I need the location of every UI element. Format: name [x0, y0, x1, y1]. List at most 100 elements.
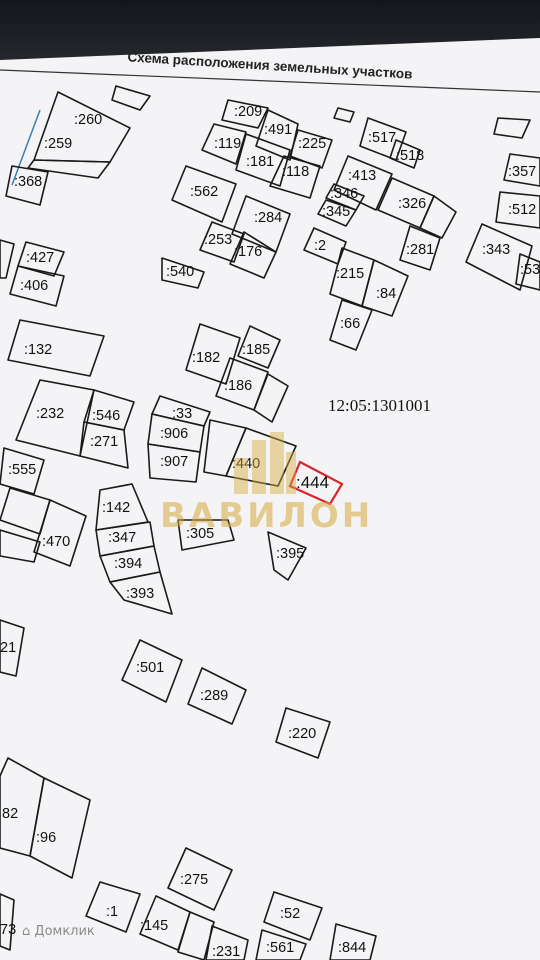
label-96: :96 — [36, 830, 56, 846]
label-562: :562 — [190, 184, 218, 200]
parcel-271-shape — [79, 421, 129, 469]
label-368: :368 — [14, 174, 42, 190]
label-185: :185 — [242, 342, 270, 358]
label-546: :546 — [92, 408, 120, 424]
label-73: 73 — [0, 922, 16, 938]
label-275: :275 — [180, 872, 208, 888]
parcel-181-shape — [235, 133, 291, 187]
blue-edge-line — [11, 109, 41, 186]
parcel-186-right — [253, 373, 289, 423]
parcel-1-shape — [85, 881, 141, 933]
label-393: :393 — [126, 586, 154, 602]
label-182: :182 — [192, 350, 220, 366]
label-33: :33 — [172, 406, 192, 422]
parcel-281-shape — [399, 225, 441, 271]
label-209: :209 — [234, 104, 262, 120]
label-345: :345 — [322, 204, 350, 220]
parcel-small-top — [333, 107, 355, 123]
parcel-305-shape — [177, 519, 235, 551]
parcel-491-shape — [255, 109, 299, 161]
parcel-top-fragment — [111, 85, 151, 111]
label-66: :66 — [340, 316, 360, 332]
label-181: :181 — [246, 154, 274, 170]
parcel-231-shape — [205, 925, 249, 960]
parcel-413-shape — [333, 155, 393, 211]
label-132: :132 — [24, 342, 52, 358]
label-444: :444 — [296, 473, 329, 492]
parcel-357-shape — [503, 153, 540, 187]
parcel-562-shape — [171, 165, 237, 223]
label-281: :281 — [406, 242, 434, 258]
label-271: :271 — [90, 434, 118, 450]
parcel-844-shape — [329, 923, 377, 960]
parcel-82-shape — [0, 757, 45, 857]
label-84: :84 — [376, 286, 396, 302]
parcel-left-edge-1 — [0, 239, 15, 279]
label-21: 21 — [0, 640, 16, 656]
parcel-220-shape — [275, 707, 331, 759]
parcel-96-shape — [29, 777, 91, 879]
watermark-logo-icon — [234, 432, 296, 494]
label-1: :1 — [106, 904, 118, 920]
label-540: :540 — [166, 264, 194, 280]
parcel-275-shape — [167, 847, 233, 911]
parcel-907-shape — [147, 443, 201, 483]
parcel-343-shape — [465, 223, 533, 291]
label-406: :406 — [20, 278, 48, 294]
label-260: :260 — [74, 112, 102, 128]
label-413: :413 — [348, 168, 376, 184]
parcel-393-shape — [109, 571, 173, 615]
label-907: :907 — [160, 454, 188, 470]
parcel-185-shape — [237, 325, 281, 369]
label-440: :440 — [232, 456, 260, 472]
label-119: :119 — [214, 136, 241, 152]
label-906: :906 — [160, 426, 188, 442]
label-284: :284 — [254, 210, 282, 226]
parcel-561-shape — [255, 929, 307, 960]
parcel-176-shape — [229, 231, 277, 279]
paper-surface — [0, 38, 540, 960]
parcel-84-shape — [361, 259, 409, 317]
label-225: :225 — [298, 136, 326, 152]
label-518: :518 — [396, 148, 424, 164]
label-220: :220 — [288, 726, 316, 742]
parcel-225-shape — [289, 129, 333, 169]
cadastral-block-number: 12:05:1301001 — [328, 396, 431, 415]
label-491: :491 — [264, 122, 292, 138]
label-2: :2 — [314, 238, 326, 254]
title-rule — [0, 69, 540, 93]
parcel-406-shape — [9, 265, 65, 307]
parcel-53-shape — [515, 253, 540, 291]
parcel-21-shape — [0, 619, 25, 677]
parcel-518-shape — [389, 139, 421, 169]
label-326: :326 — [398, 196, 426, 212]
label-232: :232 — [36, 406, 64, 422]
parcel-73-shape — [0, 893, 15, 951]
parcel-395-shape — [267, 531, 307, 581]
parcel-209-shape — [221, 99, 269, 129]
label-142: :142 — [102, 500, 130, 516]
parcel-345-shape — [317, 199, 357, 227]
label-253: :253 — [204, 232, 232, 248]
highlighted-parcel-444 — [288, 460, 344, 506]
parcel-555-shape — [0, 447, 45, 495]
label-844: :844 — [338, 940, 366, 956]
label-357: :357 — [508, 164, 536, 180]
parcel-132-shape — [7, 319, 105, 377]
parcel-440-shape — [225, 427, 297, 487]
label-427: :427 — [26, 250, 54, 266]
parcel-182-shape — [185, 323, 241, 385]
label-343: :343 — [482, 242, 510, 258]
label-305: :305 — [186, 526, 214, 542]
parcel-253-shape — [199, 221, 245, 263]
label-394: :394 — [114, 556, 142, 572]
parcel-427-shape — [17, 241, 65, 277]
label-145: :145 — [140, 918, 168, 934]
label-555: :555 — [8, 462, 36, 478]
label-176: :176 — [234, 244, 262, 260]
parcel-66-shape — [329, 299, 373, 351]
label-259: :259 — [44, 136, 72, 152]
label-501: :501 — [136, 660, 164, 676]
